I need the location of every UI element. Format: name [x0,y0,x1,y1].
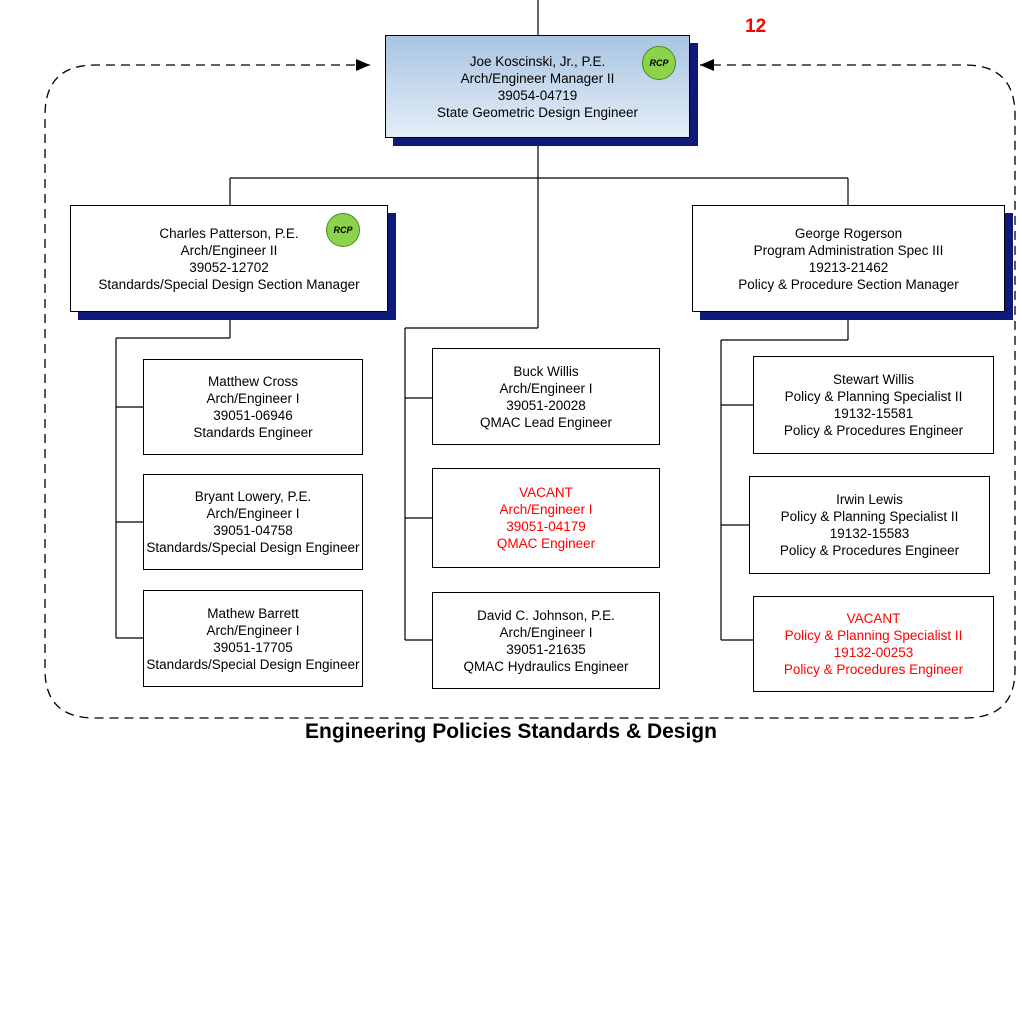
staff-role: Standards Engineer [193,425,313,440]
staff-box: Bryant Lowery, P.E. Arch/Engineer I 3905… [143,474,363,570]
rcp-badge-top: RCP [642,46,676,80]
staff-role: Policy & Procedures Engineer [779,543,960,558]
staff-role: Policy & Procedures Engineer [783,662,964,677]
staff-number: 39051-17705 [213,639,293,655]
staff-box: Irwin Lewis Policy & Planning Specialist… [749,476,990,574]
staff-number: 39051-04758 [213,523,293,538]
top-manager-name: Joe Koscinski, Jr., P.E. [469,53,606,69]
manager-title: Arch/Engineer II [180,242,278,258]
manager-number: 19213-21462 [808,259,889,275]
staff-number: 39051-04179 [506,519,586,534]
staff-number: 39051-20028 [506,397,586,413]
staff-role: Policy & Procedures Engineer [783,423,964,438]
dashed-loop [44,64,1016,719]
staff-title: Policy & Planning Specialist II [784,389,963,404]
staff-title: Arch/Engineer I [206,622,300,638]
staff-title: Arch/Engineer I [206,391,300,406]
staff-number: 19132-15581 [833,406,914,421]
top-manager-title: Arch/Engineer Manager II [460,70,615,86]
arrow-left-head [356,59,370,71]
staff-title: Policy & Planning Specialist II [784,628,963,643]
staff-number: 19132-15583 [829,526,910,541]
manager-title: Program Administration Spec III [753,242,944,258]
manager-name: George Rogerson [794,225,903,241]
manager-name: Charles Patterson, P.E. [159,225,299,241]
manager-role: Policy & Procedure Section Manager [738,276,959,292]
staff-name: Buck Willis [513,363,579,379]
top-manager-box: Joe Koscinski, Jr., P.E. Arch/Engineer M… [385,35,690,138]
top-manager-role: State Geometric Design Engineer [436,104,639,120]
staff-title: Arch/Engineer I [499,380,593,396]
arrow-right-head [700,59,714,71]
footer-title: Engineering Policies Standards & Design [305,720,717,743]
staff-role: Standards/Special Design Engineer [146,656,360,672]
staff-name: Mathew Barrett [207,605,299,621]
staff-name: Matthew Cross [207,374,299,389]
staff-name: Stewart Willis [832,372,914,387]
staff-role: QMAC Lead Engineer [479,414,613,430]
staff-title: Arch/Engineer I [499,502,593,517]
manager-number: 39052-12702 [189,259,269,275]
staff-box: Stewart Willis Policy & Planning Special… [753,356,994,454]
page-number: 12 [745,16,767,37]
staff-box: David C. Johnson, P.E. Arch/Engineer I 3… [432,592,660,689]
vacant-staff-box: VACANT Arch/Engineer I 39051-04179 QMAC … [432,468,660,568]
staff-number: 39051-06946 [213,408,293,423]
staff-role: QMAC Hydraulics Engineer [463,658,629,674]
staff-name: VACANT [519,485,573,500]
staff-role: Standards/Special Design Engineer [146,540,360,555]
manager-role: Standards/Special Design Section Manager [98,276,360,292]
top-manager-number: 39054-04719 [497,87,578,103]
manager-box-right: George Rogerson Program Administration S… [692,205,1005,312]
staff-name: David C. Johnson, P.E. [477,607,615,623]
staff-number: 19132-00253 [833,645,914,660]
rcp-badge-left: RCP [326,213,360,247]
staff-title: Arch/Engineer I [206,506,300,521]
staff-number: 39051-21635 [506,641,586,657]
staff-box: Matthew Cross Arch/Engineer I 39051-0694… [143,359,363,455]
staff-name: Irwin Lewis [836,492,903,507]
staff-name: Bryant Lowery, P.E. [194,489,312,504]
staff-title: Policy & Planning Specialist II [780,509,959,524]
staff-role: QMAC Engineer [496,536,596,551]
vacant-staff-box: VACANT Policy & Planning Specialist II 1… [753,596,994,692]
staff-box: Buck Willis Arch/Engineer I 39051-20028 … [432,348,660,445]
staff-name: VACANT [846,611,901,626]
staff-box: Mathew Barrett Arch/Engineer I 39051-177… [143,590,363,687]
staff-title: Arch/Engineer I [499,624,593,640]
